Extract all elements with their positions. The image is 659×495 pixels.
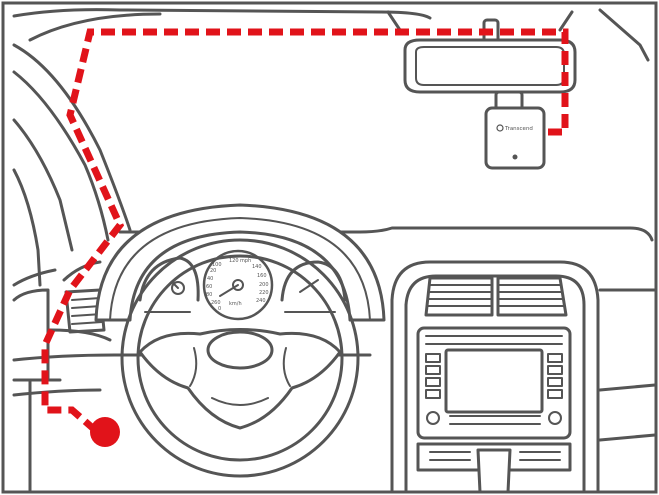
power-socket-icon bbox=[90, 417, 120, 447]
speedometer-tick: 240 bbox=[256, 298, 266, 304]
speedometer-top-label: 120 bbox=[229, 258, 239, 264]
speedometer-tick: 20 bbox=[210, 268, 216, 274]
speedometer-tick: 100 bbox=[212, 262, 222, 268]
speedometer-tick: 0 bbox=[218, 306, 221, 312]
speedometer-tick: 160 bbox=[257, 273, 267, 279]
speedometer-unit-bottom: km/h bbox=[229, 301, 242, 307]
speedometer-tick: 220 bbox=[259, 290, 269, 296]
speedometer-tick: 60 bbox=[206, 284, 212, 290]
speedometer-tick: 200 bbox=[259, 282, 269, 288]
speedometer-tick: 140 bbox=[252, 264, 262, 270]
speedometer-tick: 80 bbox=[206, 292, 212, 298]
speedometer-unit-top: mph bbox=[240, 258, 251, 264]
camera-led-icon bbox=[513, 155, 518, 160]
camera-brand: Transcend bbox=[504, 126, 533, 132]
speedometer-tick: 40 bbox=[207, 276, 213, 282]
dash-camera: Transcend bbox=[486, 108, 544, 168]
